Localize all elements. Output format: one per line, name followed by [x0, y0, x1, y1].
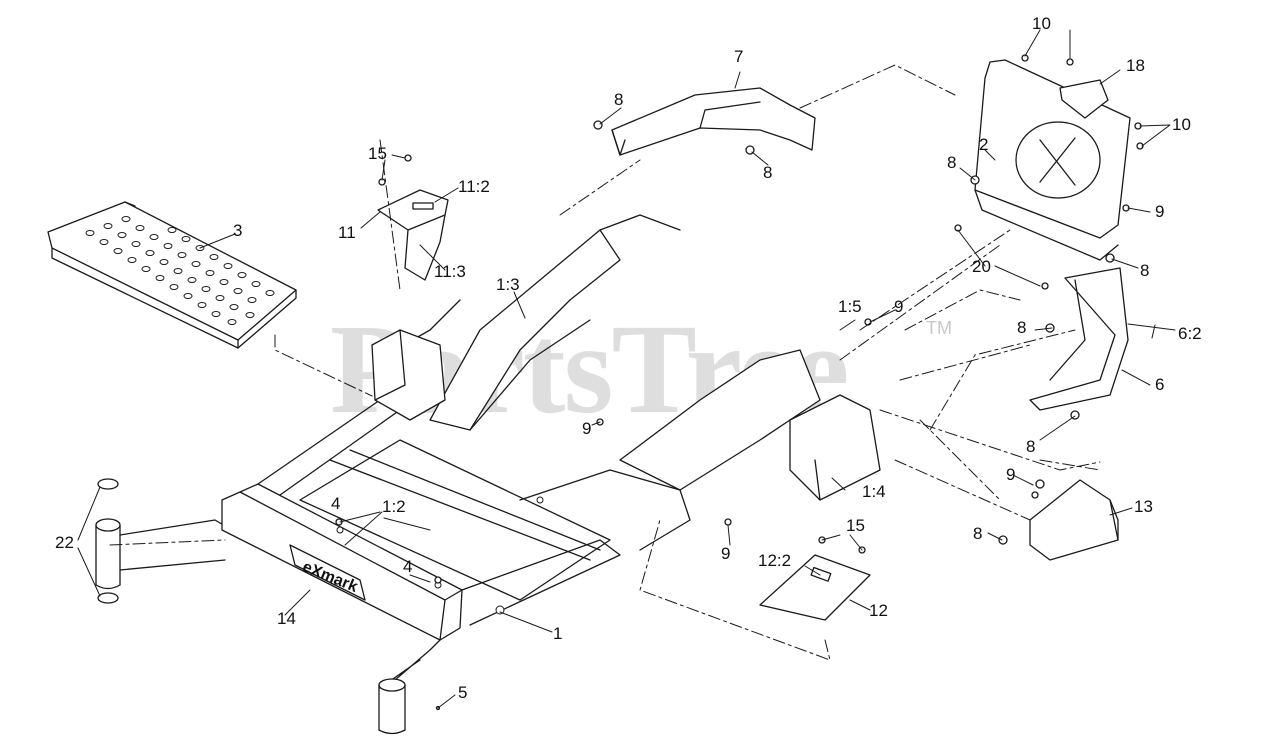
callout-13: 13 — [1134, 497, 1153, 516]
callout-1: 1 — [553, 624, 563, 643]
callout-9d: 9 — [1006, 465, 1016, 484]
part-12-bracket — [759, 554, 871, 621]
callout-4a: 4 — [331, 494, 341, 513]
callout-1-5: 1:5 — [838, 297, 862, 316]
callout-9e: 9 — [721, 544, 731, 563]
callout-8f: 8 — [1026, 437, 1036, 456]
part-1-3-mount — [371, 329, 446, 421]
callout-8a: 8 — [614, 90, 624, 109]
callout-7: 7 — [734, 47, 744, 66]
callout-18: 18 — [1126, 56, 1145, 75]
callout-11-2: 11:2 — [458, 177, 490, 196]
part-18-shield — [1059, 79, 1109, 119]
callout-15b: 15 — [846, 516, 865, 535]
callout-10a: 10 — [1032, 14, 1051, 33]
hardware-fasteners — [335, 54, 1144, 711]
callout-3: 3 — [233, 221, 243, 240]
callout-1-4: 1:4 — [862, 482, 886, 501]
callout-5: 5 — [458, 683, 468, 702]
callout-1-2: 1:2 — [382, 497, 406, 516]
callout-12: 12 — [869, 601, 888, 620]
part-2-guard-plate — [974, 59, 1131, 261]
callout-20: 20 — [972, 257, 991, 276]
callout-4b: 4 — [403, 557, 413, 576]
part-11-panel-bracket — [377, 189, 449, 281]
callout-6: 6 — [1155, 375, 1165, 394]
watermark-trademark: TM — [926, 318, 952, 338]
callout-22: 22 — [55, 533, 74, 552]
callout-11: 11 — [338, 223, 356, 242]
callout-11-3: 11:3 — [434, 262, 466, 281]
callout-2: 2 — [979, 135, 989, 154]
callout-8d: 8 — [1140, 261, 1150, 280]
callout-9c: 9 — [582, 419, 592, 438]
callout-14: 14 — [277, 609, 296, 628]
callout-1-3: 1:3 — [496, 275, 520, 294]
part-22-caster-yoke — [95, 478, 241, 604]
callout-9b: 9 — [894, 297, 904, 316]
callout-8e: 8 — [1017, 318, 1027, 337]
callout-12-2: 12:2 — [758, 551, 792, 570]
callout-8b: 8 — [763, 163, 773, 182]
part-13-side-guard — [1029, 479, 1119, 561]
part-7-rear-cover — [611, 87, 816, 156]
callout-8c: 8 — [947, 153, 957, 172]
callout-15a: 15 — [368, 144, 387, 163]
part-3-footplate — [47, 201, 297, 349]
callout-10b: 10 — [1172, 115, 1191, 134]
leader-lines — [77, 29, 1176, 709]
callout-8g: 8 — [973, 524, 983, 543]
phantom-lines — [109, 64, 1101, 661]
callout-6-2: 6:2 — [1178, 324, 1202, 343]
part-6-rear-bumper — [1029, 267, 1129, 411]
callout-9a: 9 — [1155, 202, 1165, 221]
part-1-main-frame: eXmark — [221, 214, 881, 735]
